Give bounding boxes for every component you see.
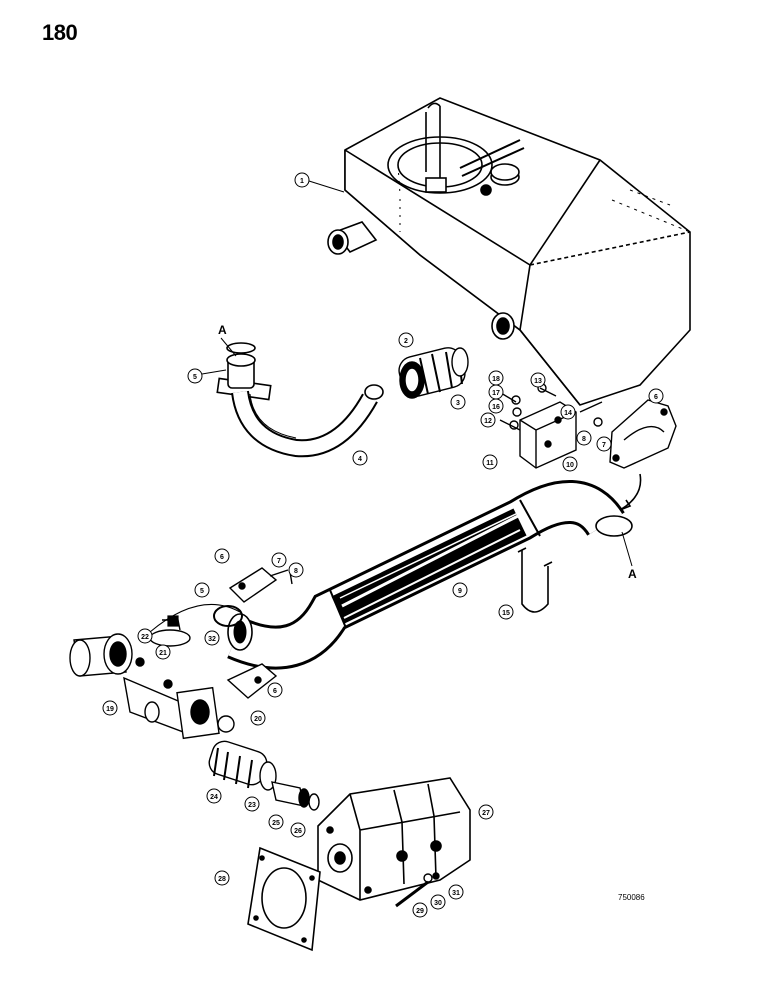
callout-8-lower: 8	[288, 562, 304, 578]
svg-text:3: 3	[456, 400, 460, 407]
svg-text:11: 11	[486, 460, 494, 467]
svg-text:28: 28	[218, 876, 226, 883]
svg-text:25: 25	[272, 820, 280, 827]
callout-24: 24	[206, 788, 222, 804]
svg-text:32: 32	[208, 636, 216, 643]
callout-19: 19	[102, 700, 118, 716]
svg-text:15: 15	[502, 610, 510, 617]
view-label-lower: A	[628, 567, 637, 581]
callout-2: 2	[398, 332, 414, 348]
pressure-hose	[227, 480, 633, 670]
callout-5-lower: 5	[194, 582, 210, 598]
mounting-bracket	[495, 383, 603, 469]
callout-15: 15	[498, 604, 514, 620]
callout-30: 30	[430, 894, 446, 910]
callout-31: 31	[448, 884, 464, 900]
callout-6-lower-b: 6	[267, 682, 283, 698]
svg-text:5: 5	[200, 588, 204, 595]
svg-text:9: 9	[458, 588, 462, 595]
svg-text:14: 14	[564, 410, 572, 417]
svg-text:7: 7	[602, 442, 606, 449]
hydraulic-pump	[317, 777, 471, 901]
o-ring-and-plug	[149, 603, 243, 633]
suction-tube-assembly	[216, 342, 384, 458]
callout-6-lower-a: 6	[214, 548, 230, 564]
svg-text:7: 7	[277, 558, 281, 565]
svg-text:27: 27	[482, 810, 490, 817]
callout-32: 32	[204, 630, 220, 646]
callout-22: 22	[137, 628, 153, 644]
svg-text:30: 30	[434, 900, 442, 907]
callout-7: 7	[596, 436, 612, 452]
svg-text:8: 8	[294, 568, 298, 575]
pump-mounting-hardware	[395, 872, 440, 908]
hose-coupling	[398, 347, 469, 399]
port-adapter-assembly	[69, 619, 235, 740]
u-bolt	[517, 547, 553, 613]
callout-21: 21	[155, 644, 171, 660]
svg-text:13: 13	[534, 378, 542, 385]
svg-text:2: 2	[404, 338, 408, 345]
svg-text:10: 10	[566, 462, 574, 469]
callout-1: 1	[294, 172, 345, 193]
callout-16: 16	[488, 398, 504, 414]
pump-gasket	[247, 846, 321, 952]
view-label-upper: A	[218, 323, 227, 337]
pump-inlet-coupling	[208, 740, 320, 811]
drawing-reference-code: 750086	[618, 893, 645, 902]
callout-26: 26	[290, 822, 306, 838]
callout-17: 17	[488, 384, 504, 400]
callout-9: 9	[452, 582, 468, 598]
callout-27: 27	[478, 804, 494, 820]
svg-text:4: 4	[358, 456, 362, 463]
svg-text:26: 26	[294, 828, 302, 835]
svg-text:22: 22	[141, 634, 149, 641]
svg-text:18: 18	[492, 376, 500, 383]
svg-text:17: 17	[492, 390, 500, 397]
callout-5: 5	[187, 368, 227, 384]
svg-text:20: 20	[254, 716, 262, 723]
svg-text:29: 29	[416, 908, 424, 915]
callout-7-lower: 7	[271, 552, 287, 568]
callout-6: 6	[648, 388, 664, 404]
callout-18: 18	[488, 370, 504, 386]
svg-text:6: 6	[220, 554, 224, 561]
callout-25: 25	[268, 814, 284, 830]
svg-text:6: 6	[273, 688, 277, 695]
svg-text:12: 12	[484, 418, 492, 425]
callout-23: 23	[244, 796, 260, 812]
callout-14: 14	[560, 404, 576, 420]
callout-20: 20	[250, 710, 266, 726]
svg-text:1: 1	[300, 178, 304, 185]
svg-text:23: 23	[248, 802, 256, 809]
callout-11: 11	[482, 454, 498, 470]
svg-text:24: 24	[210, 794, 218, 801]
page-number: 180	[42, 20, 78, 45]
split-flange-lower	[226, 567, 293, 699]
svg-text:6: 6	[654, 394, 658, 401]
svg-text:21: 21	[159, 650, 167, 657]
callout-13: 13	[530, 372, 546, 388]
callout-12: 12	[480, 412, 496, 428]
svg-text:8: 8	[582, 436, 586, 443]
svg-text:19: 19	[106, 706, 114, 713]
callout-8: 8	[576, 430, 592, 446]
svg-text:16: 16	[492, 404, 500, 411]
callout-4: 4	[352, 450, 368, 466]
svg-text:31: 31	[452, 890, 460, 897]
callout-29: 29	[412, 902, 428, 918]
callout-28: 28	[214, 870, 230, 886]
svg-text:5: 5	[193, 374, 197, 381]
split-flange-upper	[609, 399, 677, 511]
hydraulic-tank	[327, 97, 691, 406]
callout-3: 3	[450, 394, 466, 410]
callout-10: 10	[562, 456, 578, 472]
callout-balloons: 1 2 3 4 5 6 7 8 9 10 11 12 13 14 15 16 1…	[102, 172, 664, 918]
